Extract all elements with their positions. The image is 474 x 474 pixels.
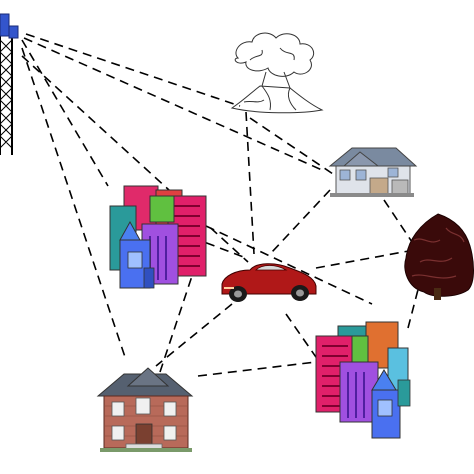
city-buildings-icon bbox=[109, 185, 207, 289]
link-tower-house-right bbox=[23, 37, 323, 171]
link-city-right-tree bbox=[407, 281, 421, 329]
link-volcano-house-right bbox=[249, 117, 337, 177]
link-tower-house-bottom bbox=[21, 47, 127, 361]
connection-lines bbox=[21, 33, 421, 377]
link-car-city-right bbox=[285, 313, 319, 361]
link-tower-city-left bbox=[21, 39, 109, 187]
link-tower-volcano bbox=[25, 33, 241, 107]
link-car-tree bbox=[315, 249, 415, 269]
city-buildings-icon bbox=[315, 321, 411, 439]
house-icon bbox=[328, 147, 418, 197]
link-tower-car bbox=[21, 55, 249, 263]
link-house-right-tree bbox=[383, 199, 417, 249]
tree-icon bbox=[404, 213, 474, 300]
link-car-house-bottom bbox=[155, 303, 233, 367]
link-city-left-car bbox=[177, 231, 247, 259]
link-city-left-tree bbox=[205, 225, 373, 305]
link-volcano-car bbox=[245, 111, 255, 255]
volcano-icon bbox=[230, 32, 324, 114]
link-city-left-house-bottom bbox=[159, 263, 197, 373]
link-house-bottom-city-right bbox=[197, 361, 317, 377]
link-house-right-car bbox=[271, 189, 331, 253]
car-icon bbox=[221, 263, 317, 302]
brick-house-icon bbox=[96, 367, 194, 452]
cell-tower-icon bbox=[0, 13, 19, 155]
